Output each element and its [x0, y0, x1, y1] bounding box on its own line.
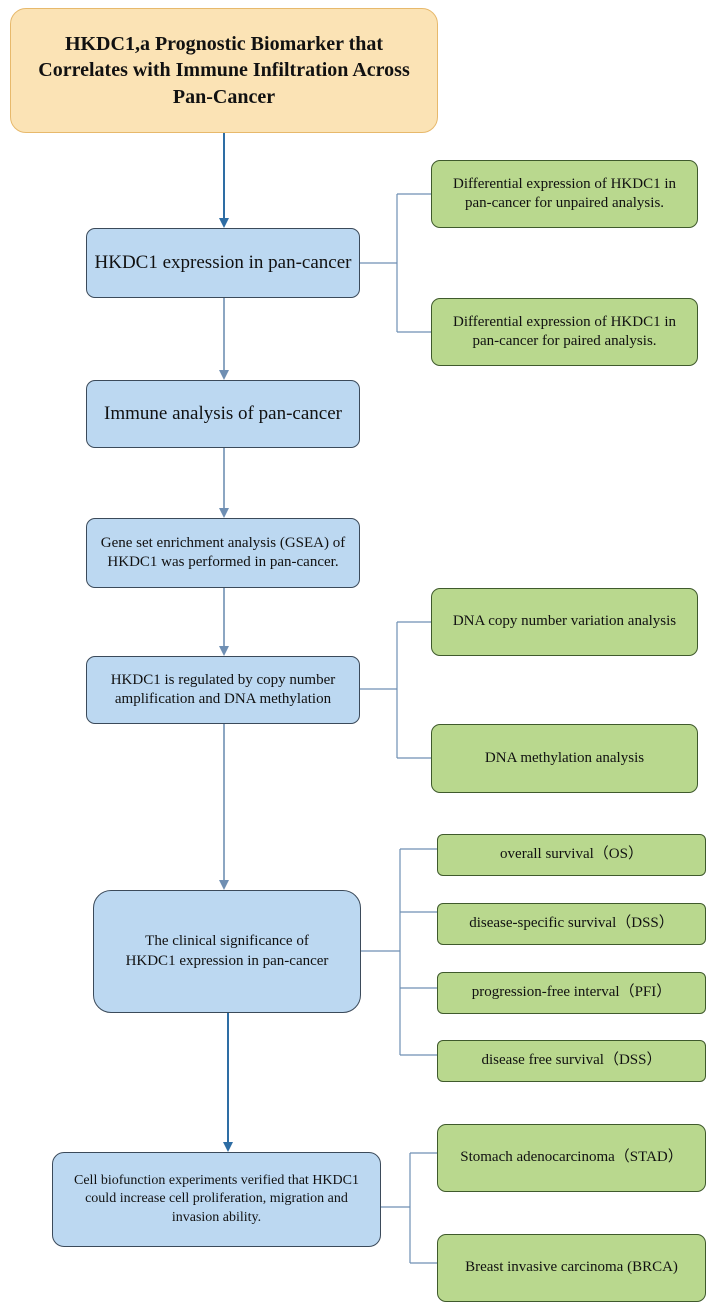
- branch-unpaired-analysis-label: Differential expression of HKDC1 in pan-…: [452, 175, 676, 212]
- branch-disease-specific-survival-label: disease-specific survival（DSS）: [469, 915, 674, 932]
- branch-paired-analysis-label: Differential expression of HKDC1 in pan-…: [452, 313, 676, 350]
- branch-progression-free-interval: progression-free interval（PFI）: [437, 972, 706, 1014]
- step-gsea: Gene set enrichment analysis (GSEA) of H…: [86, 518, 360, 588]
- step-expression-label: HKDC1 expression in pan-cancer: [94, 251, 352, 273]
- branch-stad-label: Stomach adenocarcinoma（STAD）: [460, 1149, 683, 1166]
- branch-disease-specific-survival: disease-specific survival（DSS）: [437, 903, 706, 945]
- branch-methylation-label: DNA methylation analysis: [484, 749, 645, 766]
- branch-copy-number-label: DNA copy number variation analysis: [452, 613, 677, 630]
- branch-unpaired-analysis: Differential expression of HKDC1 in pan-…: [431, 160, 698, 228]
- step-cell-experiments-label: Cell biofunction experiments verified th…: [74, 1173, 359, 1225]
- branch-methylation: DNA methylation analysis: [431, 724, 698, 793]
- step-gsea-label: Gene set enrichment analysis (GSEA) of H…: [100, 534, 346, 571]
- connector-regulation-branches: [360, 621, 431, 759]
- branch-paired-analysis: Differential expression of HKDC1 in pan-…: [431, 298, 698, 366]
- branch-progression-free-interval-label: progression-free interval（PFI）: [471, 984, 672, 1001]
- diagram-title: HKDC1,a Prognostic Biomarker that Correl…: [10, 8, 438, 133]
- step-clinical-significance-label: The clinical significance of HKDC1 expre…: [125, 933, 329, 969]
- step-immune-analysis: Immune analysis of pan-cancer: [86, 380, 360, 448]
- connector-experiments-branches: [381, 1152, 437, 1264]
- connector-clinical-branches: [361, 848, 437, 1056]
- diagram-title-text: HKDC1,a Prognostic Biomarker that Correl…: [38, 32, 410, 108]
- branch-stad: Stomach adenocarcinoma（STAD）: [437, 1124, 706, 1192]
- branch-disease-free-survival: disease free survival（DSS）: [437, 1040, 706, 1082]
- branch-copy-number: DNA copy number variation analysis: [431, 588, 698, 656]
- step-regulation-label: HKDC1 is regulated by copy number amplif…: [110, 671, 336, 708]
- step-regulation: HKDC1 is regulated by copy number amplif…: [86, 656, 360, 724]
- step-cell-experiments: Cell biofunction experiments verified th…: [52, 1152, 381, 1247]
- step-clinical-significance: The clinical significance of HKDC1 expre…: [93, 890, 361, 1013]
- branch-disease-free-survival-label: disease free survival（DSS）: [481, 1052, 662, 1069]
- branch-brca: Breast invasive carcinoma (BRCA): [437, 1234, 706, 1302]
- connector-expression-branches: [360, 193, 431, 333]
- step-immune-analysis-label: Immune analysis of pan-cancer: [104, 402, 342, 424]
- branch-brca-label: Breast invasive carcinoma (BRCA): [465, 1259, 678, 1276]
- step-expression: HKDC1 expression in pan-cancer: [86, 228, 360, 298]
- branch-overall-survival-label: overall survival（OS）: [500, 846, 643, 863]
- branch-overall-survival: overall survival（OS）: [437, 834, 706, 876]
